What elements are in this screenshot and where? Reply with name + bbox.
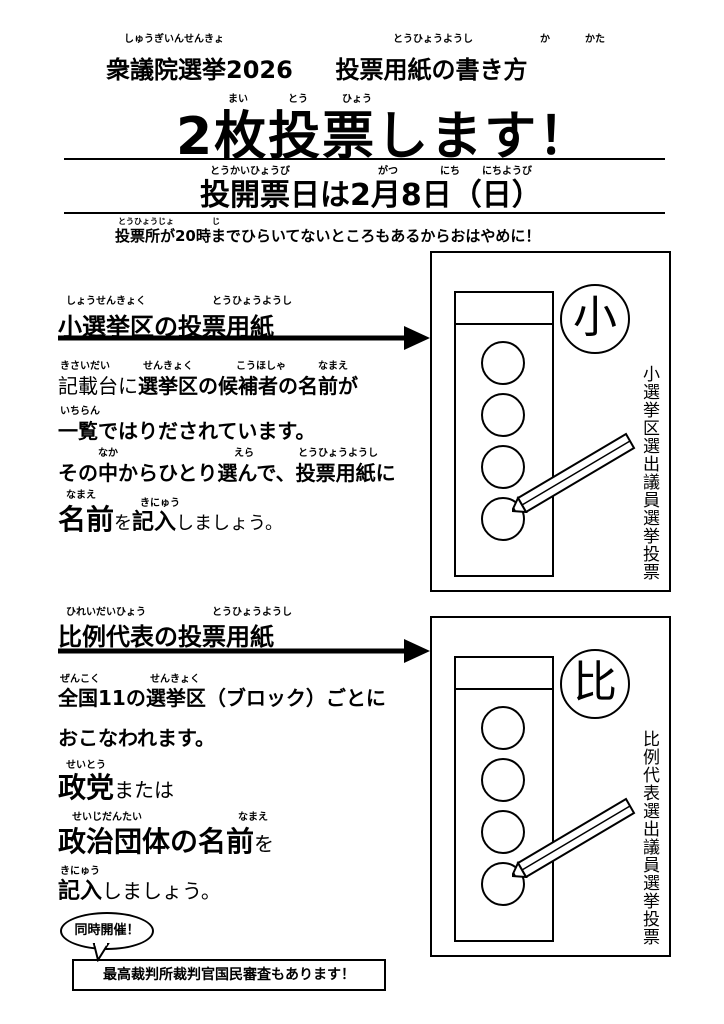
s2-l5-b: しましょう。: [102, 879, 221, 903]
section1-line4: 名前を記入しましょう。: [58, 498, 283, 538]
ruby-tou: とう: [288, 94, 308, 105]
ballot-slip: [454, 656, 554, 942]
divider-top: [64, 158, 665, 160]
s1-l1-b: に: [118, 374, 138, 398]
ballot-circle: [481, 341, 525, 385]
speech-bubble: 同時開催！: [60, 912, 154, 950]
section2-line1: 全国11の選挙区（ブロック）ごとに: [58, 686, 386, 710]
divider-bottom: [64, 212, 665, 214]
ruby-s1-l3-2: えら: [234, 448, 254, 459]
ruby-election: しゅうぎいんせんきょ: [124, 34, 224, 45]
s1-l4-a: 名前: [58, 503, 115, 536]
ruby-s2-l1-2: せんきょく: [150, 674, 200, 685]
s1-l1-c: 選挙区の候補者の名前が: [138, 374, 358, 398]
ruby-s2-l1-1: ぜんこく: [60, 674, 100, 685]
title-election: 衆議院選挙2026: [106, 56, 293, 84]
pencil-icon: [512, 432, 636, 513]
ruby-s1-l3-1: なか: [98, 448, 118, 459]
vote-date: 投開票日は2月8日（日）: [200, 178, 542, 213]
ruby-s1-l3-3: とうひょうようし: [298, 448, 378, 459]
ruby-s1-l1-4: なまえ: [318, 361, 348, 372]
ruby-date-4: にちようび: [482, 166, 532, 177]
ruby-s1-l1-3: こうほしゃ: [236, 361, 286, 372]
s2-l3-a: 政党: [58, 771, 115, 804]
ruby-ballot: とうひょうようし: [393, 34, 473, 45]
ballot-circle: [481, 393, 525, 437]
ruby-s1-l2: いちらん: [60, 406, 100, 417]
ruby-s2-l4-2: なまえ: [238, 812, 268, 823]
s2-l4-a: 政治団体の名前: [58, 825, 255, 858]
section1-line2: 一覧ではりだされています。: [58, 419, 316, 443]
headline: 2枚投票します！: [176, 107, 593, 167]
ballot-proportional: 比 比例代表選出議員選挙投票: [430, 616, 671, 957]
ballot-circle: [481, 862, 525, 906]
badge-single-seat: 小: [560, 284, 630, 354]
ruby-s2-l4-1: せいじだんたい: [72, 812, 142, 823]
ruby-s2-l3: せいとう: [66, 760, 106, 771]
ballot-slip: [454, 291, 554, 577]
ruby-note-2: じ: [212, 217, 220, 226]
ruby-s1-l4-2: きにゅう: [140, 498, 180, 509]
ruby-s1-l1-1: きさいだい: [60, 361, 110, 372]
ballot-circle: [481, 810, 525, 854]
section1-arrow: [58, 326, 430, 350]
ruby-s1-title-2: とうひょうようし: [212, 296, 292, 307]
section1-line1: 記載台に選挙区の候補者の名前が: [58, 370, 358, 399]
ruby-hyou: ひょう: [342, 94, 372, 105]
ruby-s1-l1-2: せんきょく: [143, 361, 193, 372]
section2-arrow: [58, 639, 430, 663]
ballot-single-seat: 小 小選挙区選出議員選挙投票: [430, 251, 671, 592]
ruby-kata: かた: [585, 34, 605, 45]
ruby-date-2: がつ: [378, 166, 398, 177]
ballot-circle: [481, 706, 525, 750]
section2-line3: 政党または: [58, 766, 174, 806]
note-text: 投票所が20時までひらいてないところもあるからおはやめに！: [115, 227, 541, 245]
ballot-circle: [481, 758, 525, 802]
s1-l1-a: 記載台: [58, 374, 118, 398]
ruby-s1-l4-1: なまえ: [66, 490, 96, 501]
ballot-label-vertical: 小選挙区選出議員選挙投票: [639, 365, 659, 581]
ruby-s1-title-1: しょうせんきょく: [66, 296, 146, 307]
notice-box: 最高裁判所裁判官国民審査もあります！: [72, 959, 386, 991]
ballot-label-vertical: 比例代表選出議員選挙投票: [639, 730, 659, 946]
s2-l3-b: または: [114, 778, 175, 802]
section2-line2: おこなわれます。: [58, 726, 215, 750]
ballot-circle: [481, 497, 525, 541]
s1-l4-d: しましょう。: [176, 513, 283, 534]
section2-line4: 政治団体の名前を: [58, 820, 274, 860]
ruby-date-1: とうかいひょうび: [210, 166, 290, 177]
badge-proportional: 比: [560, 649, 630, 719]
ruby-s2-l5: きにゅう: [60, 866, 100, 877]
bubble-tail: [92, 942, 110, 962]
ruby-date-3: にち: [440, 166, 460, 177]
page-title: 衆議院選挙2026 投票用紙の書き方: [106, 50, 528, 85]
s1-l4-b: を: [114, 513, 133, 534]
ruby-s2-title-2: とうひょうようし: [212, 607, 292, 618]
s1-l4-c: 記入: [132, 510, 177, 535]
s2-l5-a: 記入: [58, 879, 103, 904]
section2-title: 比例代表の投票用紙: [58, 623, 274, 651]
ruby-note-1: とうひょうじょ: [118, 217, 174, 226]
s2-l4-b: を: [254, 832, 275, 856]
ballot-circle: [481, 445, 525, 489]
title-howto: 投票用紙の書き方: [335, 56, 528, 84]
ruby-mai: まい: [228, 94, 248, 105]
pencil-icon: [512, 797, 636, 878]
ruby-s2-title-1: ひれいだいひょう: [66, 607, 146, 618]
section2-line5: 記入しましょう。: [58, 873, 221, 905]
ruby-ka: か: [540, 34, 550, 45]
section1-line3: その中からひとり選んで、投票用紙に: [58, 461, 396, 485]
